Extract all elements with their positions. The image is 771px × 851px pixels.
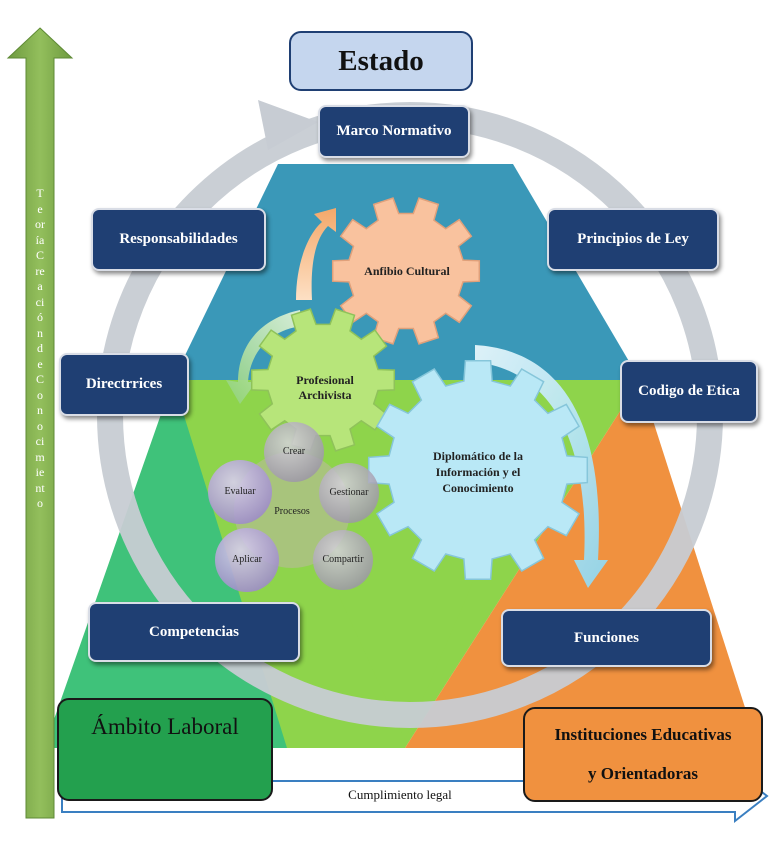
profesional-archivista-label: Profesional Archivista (296, 373, 354, 402)
gear-profesional-shape (250, 308, 396, 452)
ambito-laboral-label: Ámbito Laboral (91, 714, 239, 739)
marco-normativo-label: Marco Normativo (336, 123, 452, 139)
responsabilidades-box: Responsabilidades (91, 208, 266, 271)
process-crear-bubble (264, 422, 324, 482)
gear-anfibio-shape (331, 197, 481, 345)
codigo-etica-label: Codigo de Etica (638, 383, 740, 399)
ring-arrowhead (258, 100, 318, 150)
funciones-box: Funciones (501, 609, 712, 667)
competencias-box: Competencias (88, 602, 300, 662)
procesos-label: Procesos (274, 506, 310, 517)
funciones-label: Funciones (573, 629, 639, 646)
vertical-axis-text: TeoríaCreacióndeConocimiento (35, 186, 45, 510)
orange-curved-arrow (296, 208, 336, 300)
process-evaluar-bubble (208, 460, 272, 524)
instituciones-box: Instituciones Educativas y Orientadoras (523, 707, 763, 802)
aplicar-label: Aplicar (232, 554, 262, 565)
diplomatico-label: Diplomático de la Información y el Conoc… (433, 449, 523, 495)
principios-label: Principios de Ley (577, 231, 689, 247)
process-gestionar-bubble (319, 463, 379, 523)
instituciones-label-line1: Instituciones Educativas (554, 724, 732, 744)
vertical-arrow (6, 27, 74, 819)
competencias-label: Competencias (149, 623, 239, 640)
marco-normativo-box: Marco Normativo (318, 105, 470, 158)
anfibio-cultural-label: Anfibio Cultural (364, 264, 450, 278)
directrices-label: Directrrices (85, 376, 163, 392)
estado-title-box: Estado (289, 31, 473, 91)
profesional-archivista-gear (250, 308, 396, 452)
directrices-box: Directrrices (59, 353, 189, 416)
responsabilidades-label: Responsabilidades (119, 231, 238, 247)
process-aplicar-bubble (215, 528, 279, 592)
ambito-laboral-box: Ámbito Laboral (57, 698, 273, 801)
estado-title: Estado (338, 44, 424, 77)
principios-box: Principios de Ley (547, 208, 719, 271)
gestionar-label: Gestionar (329, 487, 369, 498)
green-curved-arrow (226, 310, 302, 404)
anfibio-cultural-gear (331, 197, 481, 345)
evaluar-label: Evaluar (224, 486, 256, 497)
process-compartir-bubble (313, 530, 373, 590)
compartir-label: Compartir (322, 554, 364, 565)
instituciones-label-line2: y Orientadoras (587, 764, 699, 784)
crear-label: Crear (282, 446, 306, 457)
vertical-axis-label: TeoríaCreacióndeConocimiento (30, 186, 50, 512)
horizontal-axis-label: Cumplimiento legal (348, 787, 452, 802)
codigo-etica-box: Codigo de Etica (620, 360, 758, 423)
